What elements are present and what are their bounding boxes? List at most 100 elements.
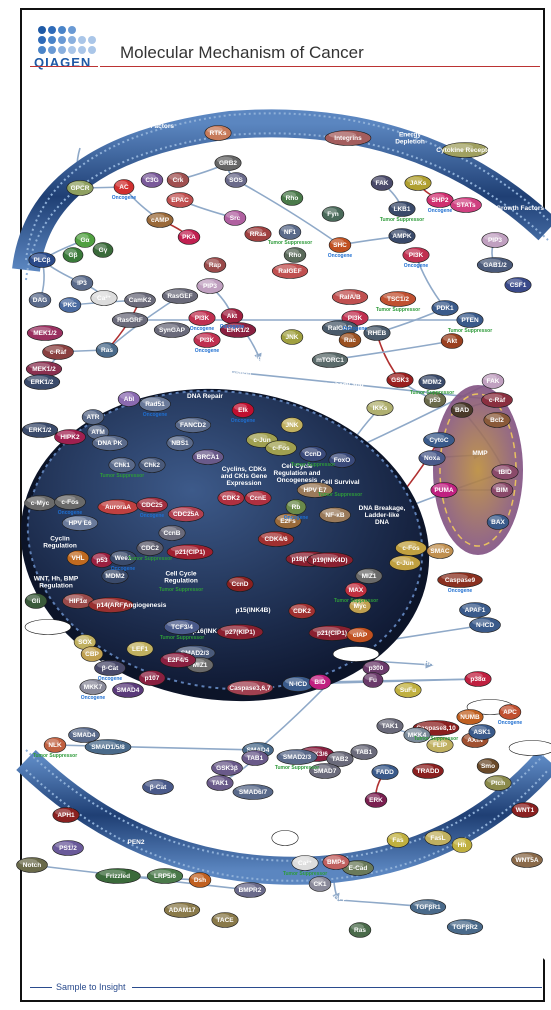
node-label: APH1 (57, 812, 75, 819)
node-label: CDK4/6 (264, 536, 288, 543)
node-label: Frizzled (106, 873, 130, 880)
node-label: p27(KIP1) (225, 629, 255, 636)
node-stats: STATs (451, 198, 482, 213)
node-label: CDK2 (222, 495, 240, 502)
oncogene-tag: Oncogene (143, 412, 168, 418)
annotation-line: DNA Breakage, (359, 505, 406, 512)
annotation-akt-signaling: Akt Signaling (239, 355, 281, 362)
node-label: Gli (32, 598, 41, 605)
node-label: p300 (369, 665, 384, 672)
node-epac: EPAC (167, 193, 193, 208)
node-vhl: VHL (67, 551, 89, 566)
node-label: NF1 (284, 229, 297, 236)
node-label: DAG (33, 297, 47, 304)
node-label: GAB1/2 (483, 262, 507, 269)
node-label: AuroraA (105, 504, 131, 511)
node-label: Cell Survival (28, 624, 67, 631)
node-tgf-r2: TGFβR2 (447, 920, 483, 935)
node-label: HPV E6 (68, 520, 92, 527)
node-nbs1: NBS1 (167, 436, 193, 451)
node-label: c-Jun (396, 560, 413, 567)
node-label: VHL (72, 555, 85, 562)
node-label: TGFβR2 (452, 924, 478, 931)
node-label: Ca²⁺ (298, 860, 312, 867)
node-label: CcnB (164, 530, 181, 537)
node-label: PIP3 (488, 237, 502, 244)
node-label: ERK1/2 (31, 379, 54, 386)
node-label: JAKs (410, 180, 427, 187)
node-label: SMAD2/3 (283, 754, 312, 761)
node-label: E2F4/5 (168, 657, 189, 664)
tumor-suppressor-tag: Tumor Suppressor (268, 240, 312, 246)
node-tsc1-2: TSC1/2 (380, 292, 416, 307)
node-sos: SOS (225, 173, 247, 188)
node-ca: Ca²⁺ (91, 291, 117, 306)
node-label: tBID (498, 469, 512, 476)
node-label: SMAD6/7 (239, 789, 268, 796)
node-adam17: ADAM17 (164, 903, 200, 918)
node-fak: FAK (482, 374, 504, 389)
node-ask1: ASK1 (469, 725, 495, 740)
node-cytoc: CytoC (424, 433, 455, 448)
node-label: FAK (487, 378, 500, 385)
node-label: E-Cad (349, 865, 368, 872)
node-label: BRCA1 (197, 454, 220, 461)
node-label: Noxa (424, 455, 440, 462)
node-label: p21(CIP1) (317, 630, 347, 637)
annotation-mtor-pathway: mTOR Pathway (301, 371, 349, 378)
node-label: PI3K (348, 315, 363, 322)
node-label: ATR (87, 414, 100, 421)
node-label: SHC (333, 242, 347, 249)
node-ca: Ca²⁺ (292, 856, 318, 871)
oncogene-tag: Oncogene (220, 324, 245, 330)
annotation-p15-ink4b: p15(INK4B) (235, 607, 270, 614)
node-bcl2: Bcl2 (484, 413, 510, 428)
node-brca1: BRCA1 (193, 450, 224, 465)
node-pkc: PKC (59, 298, 81, 313)
node-fasl: FasL (425, 831, 451, 846)
node-lkb1: LKB1 (389, 202, 415, 217)
node-gli: Gli (25, 594, 47, 609)
node-label: MIZ1 (362, 573, 377, 580)
node-label: Bcl2 (490, 417, 504, 424)
node-pdk1: PDK1 (432, 301, 458, 316)
node-label: RHEB (368, 330, 387, 337)
node-label: SynGAP (159, 327, 186, 334)
node-dna-pk: DNA PK (92, 436, 128, 451)
node-bad: BAD (451, 403, 473, 418)
node-label: MDM2 (105, 573, 125, 580)
node-src: Src (224, 211, 246, 226)
node-label: NBS1 (171, 440, 189, 447)
node-cell-survival: Cell Survival (25, 620, 71, 635)
node-syngap: SynGAP (154, 323, 190, 338)
annotation-hormones: Hormones (64, 143, 97, 150)
node-label: PTEN (461, 317, 479, 324)
annotation-line: Cyclins, CDKs (222, 466, 267, 473)
tumor-suppressor-tag: Tumor Suppressor (334, 598, 378, 604)
annotation-line: DNA (375, 519, 389, 526)
node-label: Notch (23, 862, 41, 869)
node-caspase9: Caspase9 (438, 573, 483, 588)
node-label: Elk (238, 407, 248, 414)
node-puma: PUMA (431, 483, 457, 498)
node-label: CcnE (250, 495, 267, 502)
annotation-cytokines: Cytokines (436, 117, 467, 124)
node-fas: Fas (387, 833, 409, 848)
node-label: PS1/2 (59, 845, 77, 852)
node-gsk3: GSK3β (212, 761, 243, 776)
node-label: c-Myc (31, 500, 50, 507)
oncogene-tag: Oncogene (81, 695, 106, 701)
node-ras: Ras (96, 343, 118, 358)
node-label: mTORC1 (316, 357, 344, 364)
node-label: β-Cat (150, 784, 167, 791)
annotation-line: Regulation and (274, 470, 321, 477)
node-label: PDK1 (436, 305, 454, 312)
node-label: GRB2 (219, 160, 237, 167)
tumor-suppressor-tag: Tumor Suppressor (159, 587, 203, 593)
node-akt: Akt (441, 334, 463, 349)
node-fancd2: FANCD2 (175, 418, 211, 433)
node-rho: Rho (284, 248, 306, 263)
node-numb: NUMB (457, 710, 483, 725)
node-label: FLIP (433, 742, 448, 749)
node-apoptosis: Apoptosis (333, 647, 379, 662)
